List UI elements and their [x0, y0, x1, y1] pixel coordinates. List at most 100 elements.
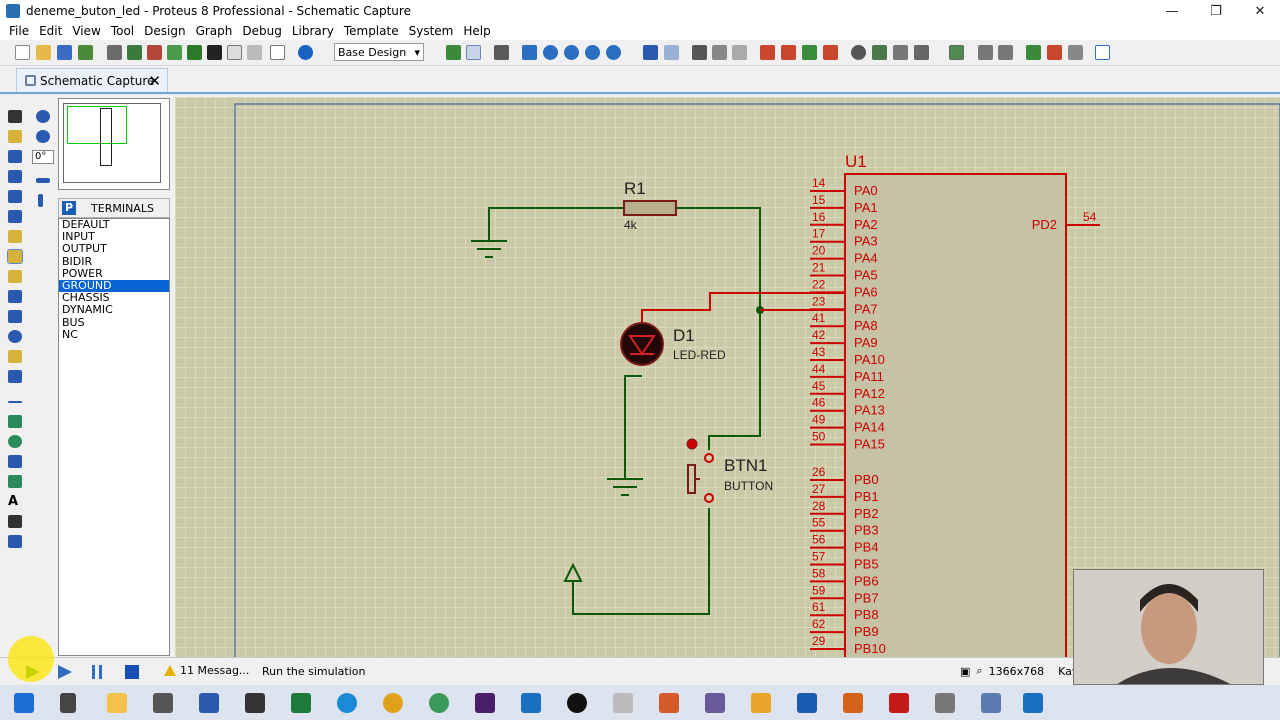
tape-recorder-icon[interactable]	[8, 310, 22, 323]
zoom-area-icon[interactable]	[606, 45, 621, 60]
new-file-icon[interactable]	[15, 45, 30, 60]
restore-button[interactable]: ❐	[1210, 3, 1222, 19]
menu-graph[interactable]: Graph	[195, 24, 233, 38]
netlist-icon[interactable]	[1095, 45, 1110, 60]
spreadsheet-icon[interactable]	[291, 693, 311, 713]
tab-schematic-capture[interactable]: Schematic Capture ✕	[16, 68, 168, 92]
mirror-vertical-icon[interactable]	[38, 194, 43, 207]
edge-icon[interactable]	[337, 693, 357, 713]
app-icon-3[interactable]	[705, 693, 725, 713]
pan-icon[interactable]	[522, 45, 537, 60]
resistor-r1[interactable]	[623, 200, 677, 216]
windows-start-icon[interactable]	[14, 693, 34, 713]
file-explorer-icon[interactable]	[107, 693, 127, 713]
store-icon[interactable]	[153, 693, 173, 713]
terminals-mode-icon[interactable]	[7, 249, 23, 264]
voltage-probe-icon[interactable]	[8, 350, 22, 363]
menu-view[interactable]: View	[72, 24, 101, 38]
grid-toggle-icon[interactable]	[466, 45, 481, 60]
3d-view-icon[interactable]	[187, 45, 202, 60]
gallery-icon[interactable]	[167, 45, 182, 60]
task-view-icon[interactable]	[60, 693, 76, 713]
cubemx-task-icon[interactable]	[1023, 693, 1043, 713]
pcb-icon[interactable]	[147, 45, 162, 60]
menu-tool[interactable]: Tool	[110, 24, 135, 38]
terminal-input[interactable]: INPUT	[62, 230, 95, 244]
devcpp-icon[interactable]	[199, 693, 219, 713]
menu-debug[interactable]: Debug	[242, 24, 282, 38]
report-icon[interactable]	[227, 45, 242, 60]
zoom-all-icon[interactable]	[585, 45, 600, 60]
button-btn1[interactable]	[687, 464, 696, 494]
package-tool-icon[interactable]	[893, 45, 908, 60]
terminal-nc[interactable]: NC	[62, 327, 78, 341]
device-pins-mode-icon[interactable]	[8, 270, 22, 283]
minimize-button[interactable]: —	[1165, 3, 1179, 19]
text-tool-icon[interactable]: A	[8, 494, 19, 509]
menu-edit[interactable]: Edit	[39, 24, 63, 38]
block-rotate-icon[interactable]	[802, 45, 817, 60]
app-icon-2[interactable]	[659, 693, 679, 713]
pause-icon[interactable]	[92, 665, 102, 679]
chrome-icon[interactable]	[383, 693, 403, 713]
block-delete-icon[interactable]	[823, 45, 838, 60]
zoom-in-icon[interactable]	[543, 45, 558, 60]
refresh-icon[interactable]	[446, 45, 461, 60]
bus-mode-icon[interactable]	[8, 210, 22, 223]
block-move-icon[interactable]	[781, 45, 796, 60]
arc-tool-icon[interactable]	[8, 455, 22, 468]
terminal-bidir[interactable]: BIDIR	[62, 254, 93, 268]
rotate-clockwise-icon[interactable]	[36, 110, 50, 123]
notes-icon[interactable]	[270, 45, 285, 60]
close-window-button[interactable]: ✕	[1254, 3, 1266, 19]
step-icon[interactable]	[58, 665, 72, 679]
menu-template[interactable]: Template	[343, 24, 399, 38]
wire-label-mode-icon[interactable]	[8, 170, 22, 183]
overview-window[interactable]	[58, 98, 170, 190]
path-tool-icon[interactable]	[8, 475, 22, 488]
design-explorer-icon[interactable]	[247, 45, 262, 60]
proteus-task-icon[interactable]	[981, 693, 1001, 713]
undo-icon[interactable]	[643, 45, 658, 60]
app-icon-4[interactable]	[751, 693, 771, 713]
terminal-default[interactable]: DEFAULT	[62, 218, 110, 231]
redo-icon[interactable]	[664, 45, 679, 60]
goto-sheet-icon[interactable]	[1068, 45, 1083, 60]
terminal-ground[interactable]: GROUND	[59, 279, 169, 293]
cut-icon[interactable]	[692, 45, 707, 60]
menu-file[interactable]: File	[9, 24, 30, 38]
decompose-icon[interactable]	[914, 45, 929, 60]
origin-icon[interactable]	[494, 45, 509, 60]
menu-design[interactable]: Design	[144, 24, 186, 38]
block-copy-icon[interactable]	[760, 45, 775, 60]
premiere-icon[interactable]	[475, 693, 495, 713]
symbol-tool-icon[interactable]	[8, 515, 22, 528]
button-actuator-dot[interactable]	[686, 438, 698, 450]
wire-autorouter-icon[interactable]	[949, 45, 964, 60]
import-icon[interactable]	[78, 45, 93, 60]
recorder-icon[interactable]	[567, 693, 587, 713]
matlab-icon[interactable]	[843, 693, 863, 713]
selection-mode-icon[interactable]	[8, 110, 22, 123]
schematic-icon[interactable]	[127, 45, 142, 60]
help-icon[interactable]	[298, 45, 313, 60]
terminal-bus[interactable]: BUS	[62, 315, 85, 329]
bom-icon[interactable]	[207, 45, 222, 60]
new-sheet-icon[interactable]	[1026, 45, 1041, 60]
rotate-anticlockwise-icon[interactable]	[36, 130, 50, 143]
tab-close-icon[interactable]: ✕	[148, 72, 161, 90]
search-tag-icon[interactable]	[978, 45, 993, 60]
graph-mode-icon[interactable]	[8, 290, 22, 303]
outlook-icon[interactable]	[797, 693, 817, 713]
terminal-chassis[interactable]: CHASSIS	[62, 291, 110, 305]
menu-help[interactable]: Help	[463, 24, 491, 38]
led-d1[interactable]	[620, 322, 664, 366]
circle-tool-icon[interactable]	[8, 435, 22, 448]
stm32cubemx-icon[interactable]	[521, 693, 541, 713]
junction-mode-icon[interactable]	[8, 150, 22, 163]
generator-mode-icon[interactable]	[8, 330, 22, 343]
game-icon[interactable]	[245, 693, 265, 713]
terminal-dynamic[interactable]: DYNAMIC	[62, 303, 113, 317]
schematic-canvas[interactable]: R1 4k D1 LED-RED BTN1 BUTTON U1 PD2 54 1…	[175, 97, 1280, 657]
make-device-icon[interactable]	[872, 45, 887, 60]
